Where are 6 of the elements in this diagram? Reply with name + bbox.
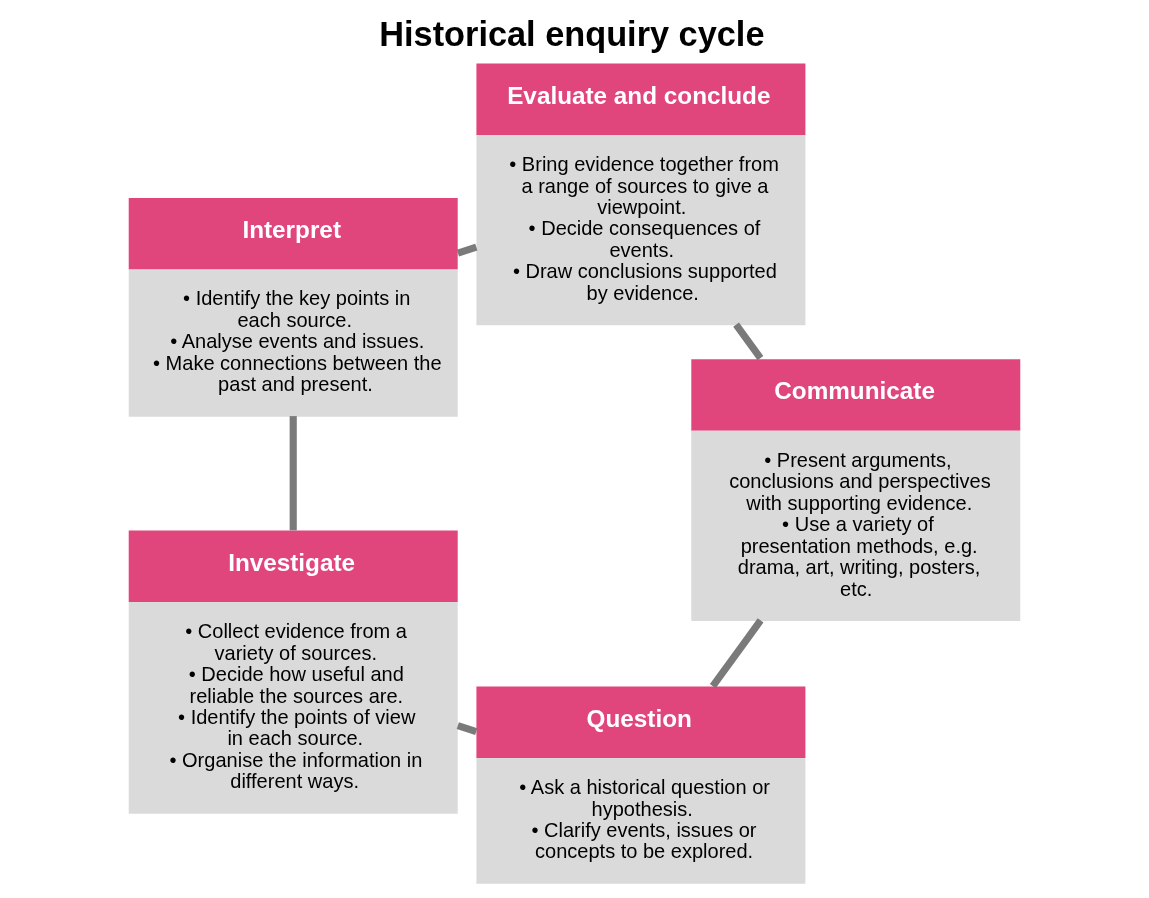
connector [289,416,297,531]
connector [709,618,764,689]
connector [733,322,764,361]
connector [456,243,478,257]
connector [456,722,478,736]
diagram-title: Historical enquiry cycle [379,14,765,53]
